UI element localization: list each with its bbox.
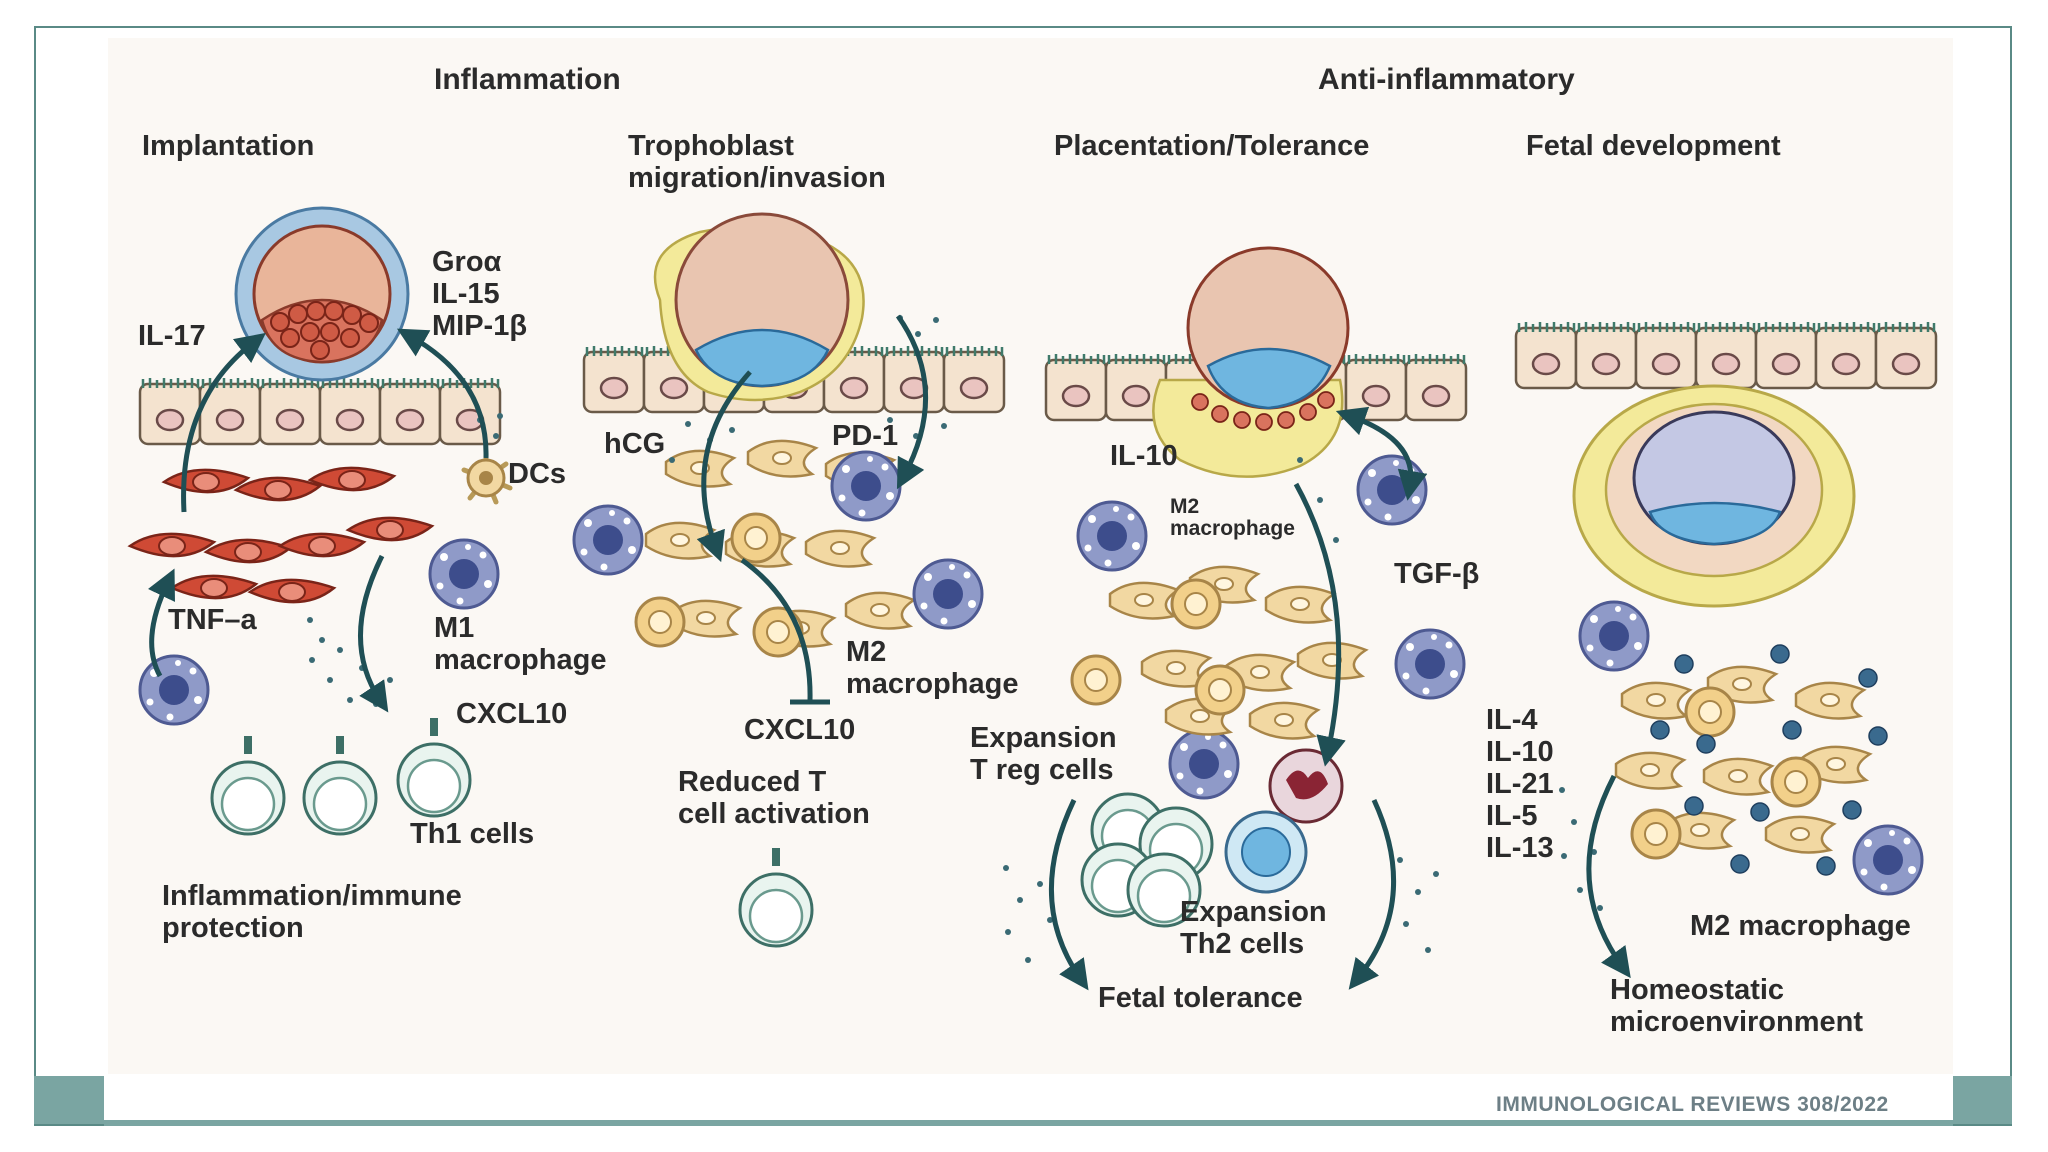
footer-bar-right (1953, 1076, 2012, 1124)
cytokine-dots (1559, 787, 1603, 911)
implantation-arrows (147, 328, 489, 713)
treg-expansion-label: Expansion T reg cells (970, 722, 1117, 786)
placentation-arrows (1048, 406, 1428, 991)
trophoblast-scene (572, 212, 1006, 948)
macrophage-icon (572, 504, 644, 576)
m2-macrophage-small-label: M2 macrophage (1170, 495, 1295, 540)
blastocyst-icon (234, 206, 410, 382)
decidual-stromal-cells (1070, 565, 1368, 740)
m2-macrophage-label: M2 macrophage (846, 636, 1019, 700)
stage-trophoblast-label: Trophoblast migration/invasion (628, 130, 886, 194)
implantation-outcome-label: Inflammation/immune protection (162, 880, 462, 944)
fetal-development-scene (1514, 320, 1938, 979)
implantation-scene (128, 206, 513, 836)
il10-label: IL-10 (1110, 440, 1178, 472)
m2-macrophage-icon (912, 558, 984, 630)
trophoblast-arrows (696, 314, 928, 705)
th2-expansion-label: Expansion Th2 cells (1180, 896, 1327, 960)
homeostatic-outcome-label: Homeostatic microenvironment (1610, 974, 1863, 1038)
tnf-label: TNF–a (168, 604, 257, 636)
macrophage-icon (1394, 628, 1466, 700)
cxcl10-inhibited-label: CXCL10 (744, 714, 856, 746)
pd1-label: PD-1 (832, 420, 899, 452)
homeostasis-arrow (1586, 774, 1631, 979)
decidual-stromal-cells (1614, 665, 1872, 860)
dendritic-cell-icon (461, 449, 513, 505)
macrophage-icon (1168, 728, 1240, 800)
implanted-embryo-icon (1152, 246, 1350, 478)
hcg-label: hCG (604, 428, 666, 460)
cytokine-dots (669, 315, 947, 463)
cytokine-granules (1650, 644, 1888, 876)
m1-macrophage-label: M1 macrophage (434, 612, 607, 676)
cytokine-dots (1003, 457, 1439, 963)
th1-cells-label: Th1 cells (410, 818, 535, 850)
fetus-placenta-icon (1572, 384, 1856, 608)
macrophage-icon (138, 654, 210, 726)
trophoblast-outcome-label: Reduced T cell activation (678, 766, 870, 830)
epithelium-layer (1514, 320, 1938, 390)
journal-citation: IMMUNOLOGICAL REVIEWS 308/2022 (1496, 1093, 1889, 1116)
footer-bar-left (34, 1076, 104, 1124)
macrophage-icon (1578, 600, 1650, 672)
th2-cell-icon (1224, 810, 1308, 894)
footer-bar-line (104, 1120, 1953, 1126)
stage-implantation-label: Implantation (142, 130, 315, 162)
fetal-cytokines-label: IL-4 IL-10 IL-21 IL-5 IL-13 (1486, 704, 1554, 864)
m2-macrophage-fetal-label: M2 macrophage (1690, 910, 1911, 942)
inflamed-stromal-cells (128, 466, 434, 604)
il17-label: IL-17 (138, 320, 206, 352)
cxcl10-label: CXCL10 (456, 698, 568, 730)
invading-blastocyst-icon (653, 212, 865, 402)
fetal-tolerance-label: Fetal tolerance (1098, 982, 1303, 1014)
implantation-cytokines-label: Groα IL-15 MIP-1β (432, 246, 528, 342)
m2-macrophage-icon (1852, 824, 1924, 896)
stage-placentation-label: Placentation/Tolerance (1054, 130, 1370, 162)
t-cell-icon (738, 848, 814, 948)
th1-cells-group (210, 718, 472, 836)
pd1-macrophage-icon (830, 450, 902, 522)
inflammation-header: Inflammation (434, 63, 621, 96)
neutrophil-icon (1268, 748, 1344, 824)
placentation-scene (1003, 246, 1468, 991)
m1-macrophage-icon (428, 538, 500, 610)
tgf-beta-label: TGF-β (1394, 558, 1480, 590)
anti-inflammatory-header: Anti-inflammatory (1318, 63, 1575, 96)
m2-macrophage-icon (1076, 500, 1148, 572)
stage-fetal-development-label: Fetal development (1526, 130, 1781, 162)
dcs-label: DCs (508, 458, 567, 490)
macrophage-icon (1356, 454, 1428, 526)
